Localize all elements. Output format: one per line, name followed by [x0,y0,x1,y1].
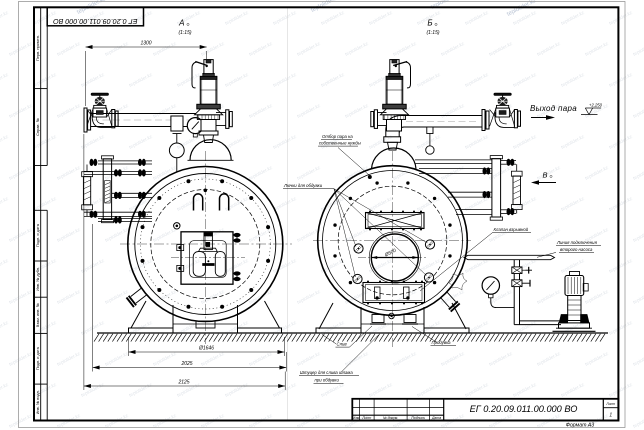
svg-text:ЕГ 0.20.09.011.00.000 ВО: ЕГ 0.20.09.011.00.000 ВО [470,404,578,414]
svg-text:Линия подключения: Линия подключения [556,240,598,245]
svg-text:Слив: Слив [337,342,348,347]
svg-text:Дата: Дата [431,416,441,420]
svg-text:Подп. и дата: Подп. и дата [35,346,40,370]
svg-text:ЕГ 0.20.09.011.00.000 ВО: ЕГ 0.20.09.011.00.000 ВО [53,17,138,26]
svg-text:(1:15): (1:15) [178,30,191,36]
svg-text:Б: Б [427,19,432,28]
svg-text:Продувка: Продувка [432,340,452,345]
svg-text:при обдувки: при обдувки [315,378,340,383]
svg-text:Инв. № подл.: Инв. № подл. [35,390,40,414]
svg-text:Штуцер для слива шлама: Штуцер для слива шлама [300,370,353,375]
svg-text:Взам. инв. №: Взам. инв. № [35,303,40,327]
svg-text:Лист: Лист [361,416,371,420]
svg-text:Подп. и дата: Подп. и дата [35,223,40,247]
svg-text:+2,250: +2,250 [589,102,603,107]
svg-text:1: 1 [609,413,612,419]
svg-text:(1:15): (1:15) [426,30,439,36]
svg-text:№ докум.: № докум. [383,416,398,420]
svg-text:собственные нужды: собственные нужды [319,141,362,146]
svg-text:Изм: Изм [353,416,360,420]
svg-text:В: В [542,171,547,180]
svg-text:Инв. № дубл.: Инв. № дубл. [35,267,40,291]
svg-text:Лист: Лист [605,402,615,406]
svg-text:Клапан взрывной: Клапан взрывной [494,227,529,232]
svg-text:Отбор пара на: Отбор пара на [322,134,353,139]
svg-text:второго насоса: второго насоса [560,247,593,252]
svg-text:Выход пара: Выход пара [530,104,577,113]
svg-text:2125: 2125 [177,380,189,386]
svg-text:Лючки для обдувки: Лючки для обдувки [283,183,323,188]
svg-text:А: А [178,19,185,28]
svg-text:Ø1646: Ø1646 [198,346,214,352]
svg-text:Формат А3: Формат А3 [566,422,594,428]
svg-text:1300: 1300 [140,41,151,47]
svg-text:Справ. №: Справ. № [35,118,40,136]
svg-text:Ø500: Ø500 [383,248,397,259]
svg-text:2025: 2025 [180,361,192,367]
svg-text:Перв. примен.: Перв. примен. [35,35,40,61]
svg-text:Подпись: Подпись [411,416,425,420]
